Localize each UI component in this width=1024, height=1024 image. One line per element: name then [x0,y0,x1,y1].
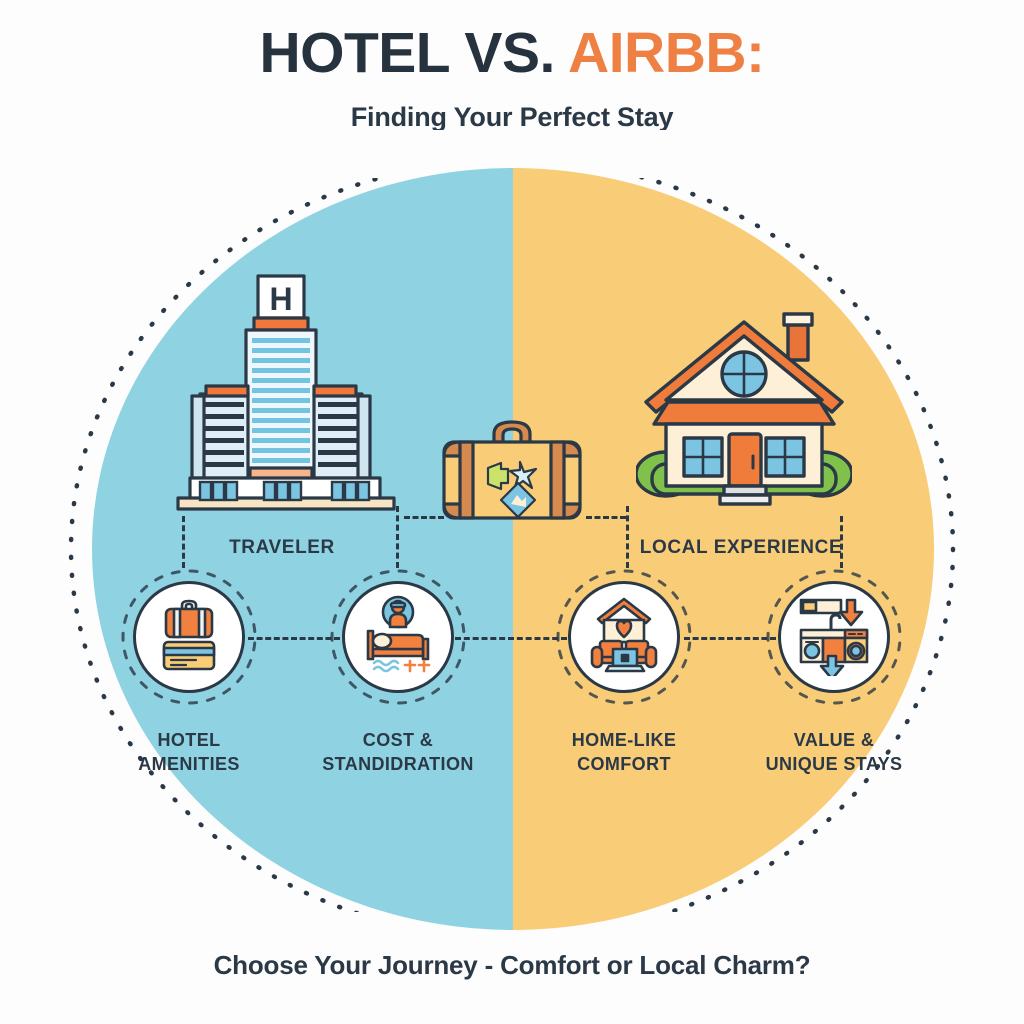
connector-horizontal-right [684,637,776,640]
connector-horizontal-center [455,637,567,640]
node-label-line2: UNIQUE STAYS [765,754,903,775]
connector-vertical-left-outer [182,516,185,568]
node-label-line2: STANDIDRATION [322,754,474,775]
comparison-circle [92,168,934,930]
mid-label-traveler: TRAVELER [229,537,335,558]
node-ring-2 [330,569,466,705]
mid-label-local-experience: LOCAL EXPERIENCE [639,537,843,558]
node-label-line2: COMFORT [577,754,671,775]
node-ring-4 [766,569,902,705]
node-value-unique-stays[interactable] [778,581,890,693]
svg-text:H: H [269,281,292,317]
home-sofa-laptop-icon [584,595,664,680]
connector-suitcase-right [586,516,626,519]
node-home-like-comfort[interactable] [568,581,680,693]
node-label-home-like-comfort: HOME-LIKE COMFORT [529,728,719,777]
bed-and-guest-amenities-icon [358,595,438,680]
node-label-hotel-amenities: HOTEL AMENITIES [94,728,284,777]
node-label-line1: HOME-LIKE [571,730,677,750]
node-label-line1: HOTEL [157,730,221,750]
house-icon [634,306,854,515]
node-label-value-unique-stays: VALUE & UNIQUE STAYS [739,728,929,777]
node-label-line1: COST & [362,730,434,750]
node-hotel-amenities[interactable] [133,581,245,693]
node-ring-1 [121,569,257,705]
node-label-cost-standidration: COST & STANDIDRATION [303,728,493,777]
footer-caption: Choose Your Journey - Comfort or Local C… [213,950,811,980]
page-title: HOTEL VS. AIRBB: [0,21,1024,85]
suitcase-and-credit-card-icon [150,596,228,679]
kitchen-appliances-arrows-icon [793,594,875,681]
node-cost-standidration[interactable] [342,581,454,693]
connector-vertical-right-inner [626,506,629,568]
node-label-line2: AMENITIES [138,754,240,775]
connector-vertical-right-outer [840,516,843,568]
header: HOTEL VS. AIRBB: Finding Your Perfect St… [0,21,1024,133]
node-ring-3 [556,569,692,705]
connector-suitcase-left [404,516,444,519]
node-label-line1: VALUE & [793,730,875,750]
title-primary: HOTEL VS. [259,21,569,85]
suitcase-icon [436,416,588,529]
title-accent: AIRBB: [568,21,765,85]
connector-vertical-left-inner [396,506,399,568]
page-subtitle: Finding Your Perfect Stay [350,101,674,132]
hotel-building-icon: H [172,272,400,517]
connector-horizontal-left [248,637,340,640]
